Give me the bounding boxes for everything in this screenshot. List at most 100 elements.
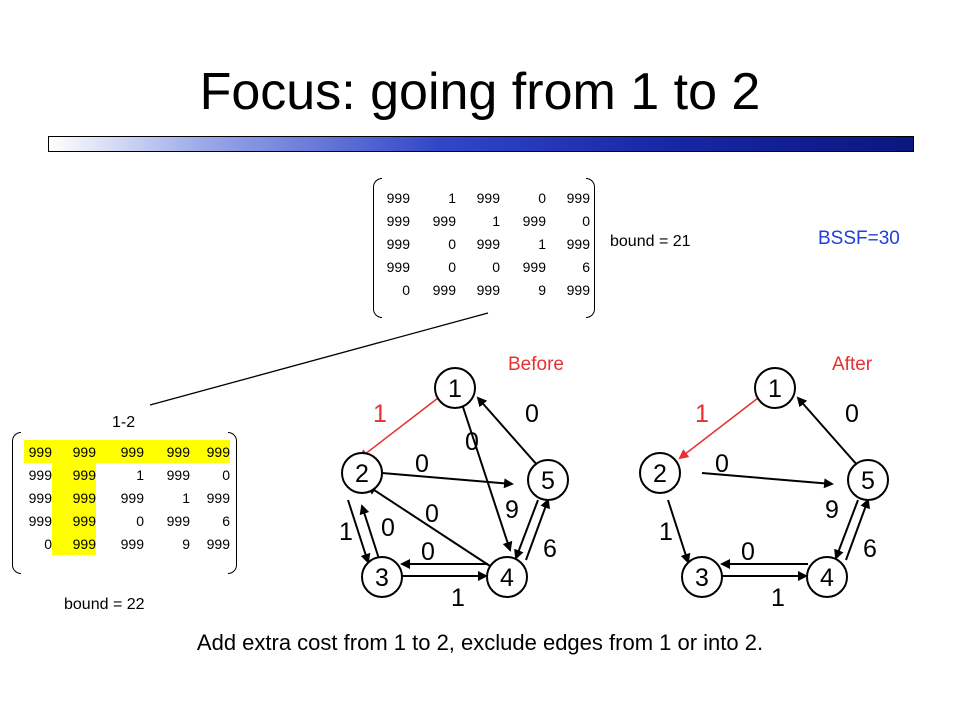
matrix-cell: 999 [386,212,410,229]
after-node-1: 1 [754,367,796,409]
matrix-cell: 999 [52,440,96,463]
after-edge-label-2-3: 1 [659,518,673,546]
matrix-cell: 1 [182,489,190,506]
node-5: 5 [527,459,569,501]
child-matrix-left-bracket [12,432,21,574]
after-label: After [832,354,873,375]
matrix-cell: 1 [538,235,546,252]
edge-label-4-2: 0 [425,500,439,528]
matrix-cell: 6 [582,258,590,275]
edge-label-1-4: 0 [465,428,479,456]
matrix-cell: 999 [432,281,456,298]
matrix-cell: 999 [52,486,96,509]
edge-1-2 [358,397,439,460]
edge-4-2 [366,484,491,567]
matrix-cell: 0 [538,189,546,206]
edge-3-2 [359,504,381,563]
after-edge-label-1-2: 1 [695,400,709,428]
matrix-cell: 1 [136,466,144,483]
after-edge-label-4-5: 6 [863,535,877,563]
svg-text:4: 4 [500,564,514,592]
edge-label-4-5: 6 [543,535,557,563]
matrix-cell: 999 [386,235,410,252]
node-4: 4 [486,556,528,598]
before-label: Before [508,354,564,375]
after-edge-label-4-3: 0 [741,538,755,566]
after-node-2: 2 [639,452,681,494]
svg-text:3: 3 [375,564,389,592]
matrix-cell: 0 [448,235,456,252]
node-1: 1 [434,367,476,409]
matrix-cell: 999 [566,235,590,252]
before-graph: 1 2 3 4 5 1 0 0 0 0 9 1 0 0 6 1 [339,367,569,612]
edge-2-3 [347,499,371,564]
matrix-cell: 999 [386,258,410,275]
matrix-cell: 1 [448,189,456,206]
matrix-cell: 999 [566,189,590,206]
after-edge-2-5 [701,472,834,489]
child-matrix-bound: bound = 22 [64,596,145,613]
matrix-cell: 999 [166,512,190,529]
edge-2-5 [381,472,514,489]
edge-label-4-3: 0 [421,538,435,566]
after-edge-label-3-4: 1 [771,584,785,612]
edge-5-4 [514,499,539,560]
top-matrix-left-bracket [373,178,382,318]
edge-label-5-4: 9 [505,496,519,524]
matrix-cell: 999 [522,212,546,229]
edge-5-1 [476,396,539,467]
after-edge-4-5 [845,498,870,561]
matrix-cell: 999 [52,509,96,532]
matrix-cell: 999 [28,512,52,529]
node-3: 3 [361,556,403,598]
matrix-cell: 0 [492,258,500,275]
matrix-cell: 999 [432,212,456,229]
matrix-cell: 999 [386,189,410,206]
bssf-label: BSSF=30 [818,228,900,249]
after-edge-label-5-1: 0 [845,400,859,428]
edge-label-3-2: 0 [381,514,395,542]
after-edge-5-1 [796,396,859,467]
matrix-cell: 999 [28,489,52,506]
matrix-cell: 999 [28,466,52,483]
matrix-cell: 999 [144,440,190,463]
after-node-5: 5 [847,459,889,501]
matrix-cell: 9 [182,535,190,552]
edge-label-1-2: 1 [373,400,387,428]
edge-label-5-1: 0 [525,400,539,428]
after-edge-label-2-5: 0 [715,450,729,478]
node-2: 2 [341,452,383,494]
matrix-cell: 999 [476,281,500,298]
after-edge-2-3 [667,499,691,564]
matrix-cell: 0 [448,258,456,275]
matrix-cell: 0 [44,535,52,552]
matrix-cell: 999 [120,535,144,552]
matrix-cell: 999 [52,463,96,486]
after-edge-1-2 [678,397,759,460]
matrix-cell: 999 [52,532,96,555]
svg-text:5: 5 [861,467,875,495]
matrix-cell: 999 [96,440,144,463]
after-edge-label-5-4: 9 [825,496,839,524]
matrix-cell: 1 [492,212,500,229]
matrix-cell: 0 [136,512,144,529]
after-edge-5-4 [834,499,859,560]
svg-text:1: 1 [448,375,462,403]
child-matrix-label: 1-2 [112,414,136,431]
matrix-cell: 0 [402,281,410,298]
edge-1-4 [461,403,513,552]
matrix-cell: 999 [206,489,230,506]
svg-text:2: 2 [355,460,369,488]
edge-label-3-4: 1 [451,584,465,612]
matrix-cell: 999 [120,489,144,506]
